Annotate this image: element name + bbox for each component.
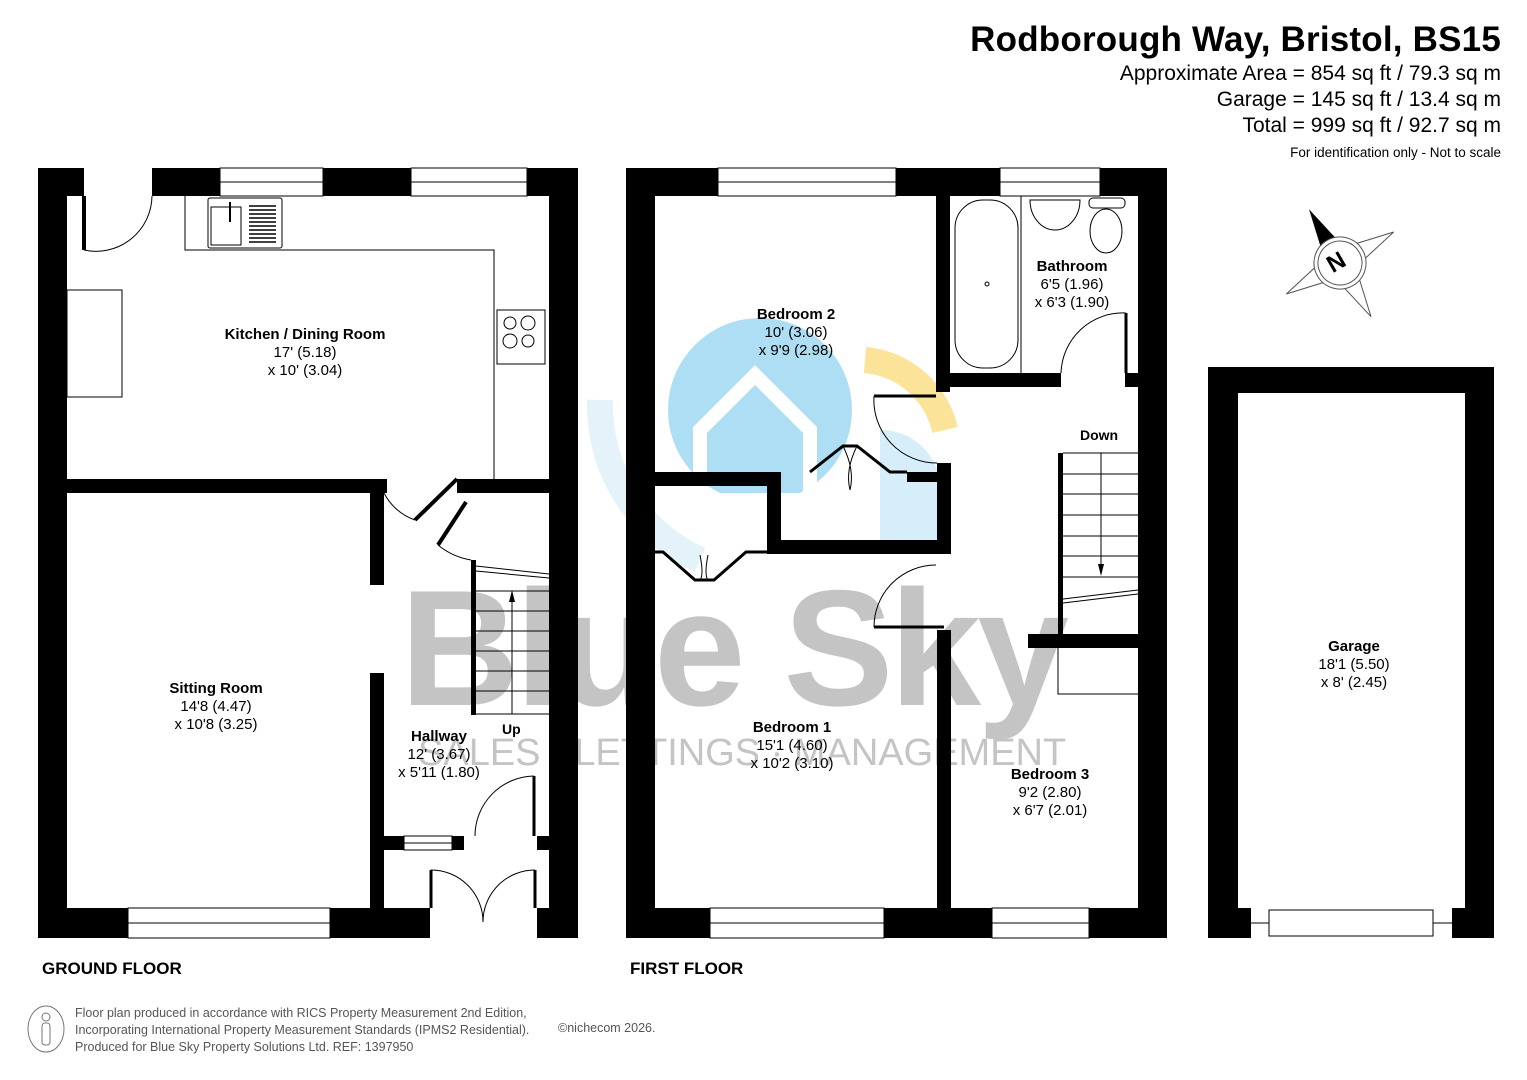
compass-rose-icon (1285, 209, 1395, 318)
room-dimension: x 5'11 (1.80) (398, 764, 480, 781)
garage-area: Garage = 145 sq ft / 13.4 sq m (1216, 88, 1501, 111)
footer-notes: Floor plan produced in accordance with R… (75, 1005, 529, 1056)
room-dimension: x 9'9 (2.98) (758, 342, 834, 359)
room-name: Bedroom 1 (752, 719, 832, 736)
room-dimension: x 8' (2.45) (1320, 674, 1388, 691)
footer-line-3: Produced for Blue Sky Property Solutions… (75, 1040, 414, 1054)
room-dimension: x 10' (3.04) (267, 362, 343, 379)
room-garage: Garage 18'1 (5.50) x 8' (2.45) (1318, 638, 1389, 692)
room-name: Garage (1328, 638, 1380, 655)
room-kitchen-dining: Kitchen / Dining Room 17' (5.18) x 10' (… (225, 326, 386, 380)
first-floor-label: FIRST FLOOR (630, 959, 744, 978)
room-dimension: 9'2 (2.80) (1018, 784, 1082, 801)
room-dimension: 6'5 (1.96) (1040, 276, 1104, 293)
total-area: Total = 999 sq ft / 92.7 sq m (1242, 114, 1501, 137)
property-title: Rodborough Way, Bristol, BS15 (970, 20, 1501, 59)
ground-floor-label: GROUND FLOOR (42, 959, 182, 978)
svg-text:SALES · LETTINGS · MANAGEMENT: SALES · LETTINGS · MANAGEMENT (418, 732, 1066, 774)
first-floor-plan (626, 168, 1167, 938)
ground-floor-plan (38, 168, 578, 938)
room-name: Bedroom 2 (756, 306, 836, 323)
room-hallway: Hallway 12' (3.67) x 5'11 (1.80) (398, 728, 480, 782)
scale-disclaimer: For identification only - Not to scale (1290, 145, 1501, 160)
room-dimension: 15'1 (4.60) (756, 737, 828, 754)
room-bedroom-2: Bedroom 2 10' (3.06) x 9'9 (2.98) (757, 306, 835, 360)
footer-line-1: Floor plan produced in accordance with R… (75, 1006, 527, 1020)
room-sitting-room: Sitting Room 14'8 (4.47) x 10'8 (3.25) (169, 680, 262, 734)
footer-copyright: ©nichecom 2026. (558, 1021, 656, 1035)
room-name: Bedroom 3 (1010, 766, 1090, 783)
footer-line-2: Incorporating International Property Mea… (75, 1023, 530, 1037)
room-name: Bathroom (1036, 258, 1108, 275)
room-name: Sitting Room (169, 680, 263, 697)
ground-floor-fixtures (66, 167, 550, 939)
room-name: Hallway (411, 728, 467, 745)
room-bathroom: Bathroom 6'5 (1.96) x 6'3 (1.90) (1035, 258, 1110, 312)
room-bedroom-3: Bedroom 3 9'2 (2.80) x 6'7 (2.01) (1011, 766, 1089, 820)
stairs-down-label: Down (1080, 427, 1119, 443)
person-scale-icon (27, 1005, 65, 1053)
svg-text:Blue Sky: Blue Sky (400, 556, 1068, 740)
room-dimension: x 6'3 (1.90) (1034, 294, 1110, 311)
room-dimension: 14'8 (4.47) (180, 698, 252, 715)
room-dimension: x 6'7 (2.01) (1012, 802, 1088, 819)
approximate-area: Approximate Area = 854 sq ft / 79.3 sq m (1119, 62, 1501, 85)
room-dimension: x 10'8 (3.25) (174, 716, 258, 733)
room-dimension: 18'1 (5.50) (1318, 656, 1390, 673)
room-dimension: 17' (5.18) (273, 344, 337, 361)
garage-plan (1208, 367, 1494, 938)
room-dimension: x 10'2 (3.10) (750, 755, 834, 772)
room-bedroom-1: Bedroom 1 15'1 (4.60) x 10'2 (3.10) (751, 719, 834, 773)
watermark-logo: Blue Sky SALES · LETTINGS · MANAGEMENT (400, 318, 1072, 774)
room-dimension: 12' (3.67) (407, 746, 471, 763)
room-dimension: 10' (3.06) (764, 324, 828, 341)
room-name: Kitchen / Dining Room (224, 326, 386, 343)
first-floor-fixtures (655, 167, 1139, 939)
stairs-up-label: Up (502, 721, 521, 737)
